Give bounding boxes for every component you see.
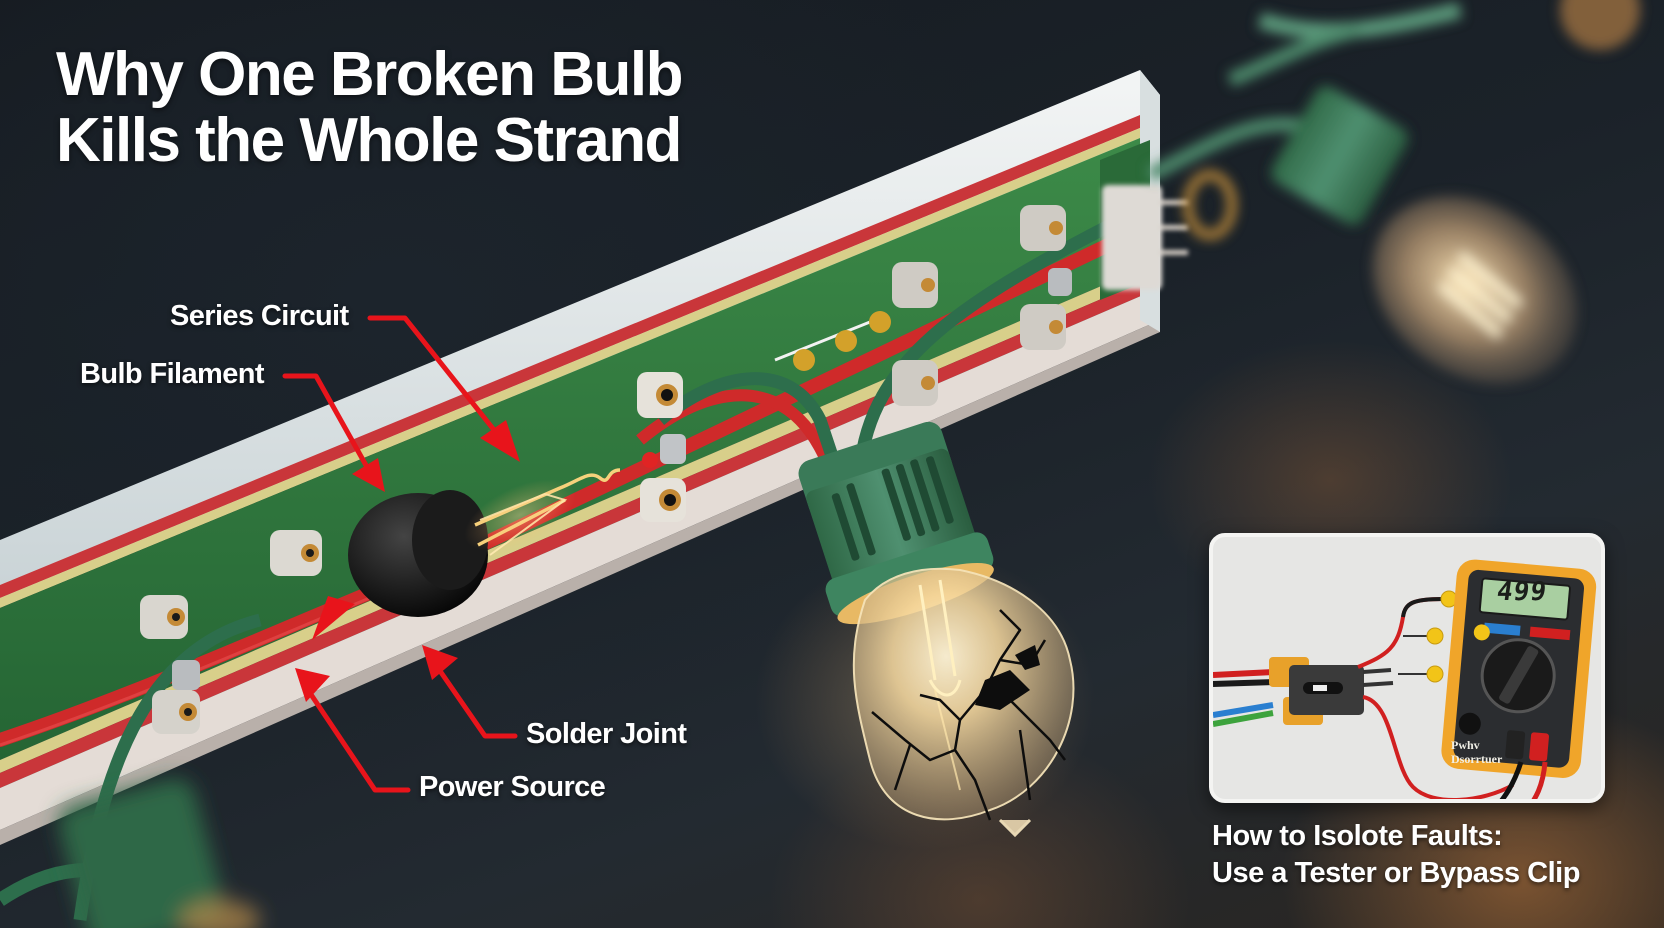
page-title: Why One Broken Bulb Kills the Whole Stra… — [56, 40, 683, 175]
power-source-leader — [305, 687, 411, 793]
inset-caption: How to Isolote Faults: Use a Tester or B… — [1212, 818, 1580, 892]
series-circuit-arrowhead — [480, 420, 520, 462]
foreground-socket — [58, 778, 260, 928]
solder-joint-capsule — [348, 468, 621, 617]
bulb-filament-arrowhead — [352, 458, 385, 492]
meter-reading: 499 — [1494, 577, 1550, 607]
meter-brand-line-1: Pwhv — [1451, 738, 1480, 752]
power-source-inner-arrowhead — [312, 596, 355, 640]
meter-brand-line-2: Dsorrtuer — [1451, 752, 1503, 766]
broken-bulb — [755, 421, 1095, 850]
power-source-arrowhead — [295, 668, 330, 702]
tester-inset-panel: 499 Pwhv Dsorrtuer — [1209, 533, 1605, 803]
callout-arrowheads — [295, 420, 520, 702]
bulb-filament-leader — [282, 373, 375, 479]
circuit-board — [0, 70, 1160, 845]
connector-block — [1102, 185, 1188, 290]
solder-joint-arrowhead — [422, 645, 458, 680]
callout-solder-joint: Solder Joint — [526, 718, 687, 750]
callout-power-source: Power Source — [419, 771, 606, 803]
callout-arrows — [282, 315, 518, 793]
caption-line-1: How to Isolote Faults: — [1212, 820, 1503, 852]
terminal-posts — [140, 205, 1072, 734]
title-line-1: Why One Broken Bulb — [56, 40, 683, 109]
series-circuit-leader — [367, 315, 505, 443]
title-line-2: Kills the Whole Strand — [56, 106, 682, 175]
multimeter-illustration — [1213, 559, 1597, 799]
crack-lines — [871, 609, 1066, 821]
caption-line-2: Use a Tester or Bypass Clip — [1212, 857, 1580, 889]
background-bulb — [1146, 0, 1640, 384]
meter-brand-label: Pwhv Dsorrtuer — [1451, 738, 1502, 766]
callout-bulb-filament: Bulb Filament — [80, 358, 265, 390]
solder-joint-leader — [435, 665, 518, 739]
callout-series-circuit: Series Circuit — [170, 300, 349, 332]
